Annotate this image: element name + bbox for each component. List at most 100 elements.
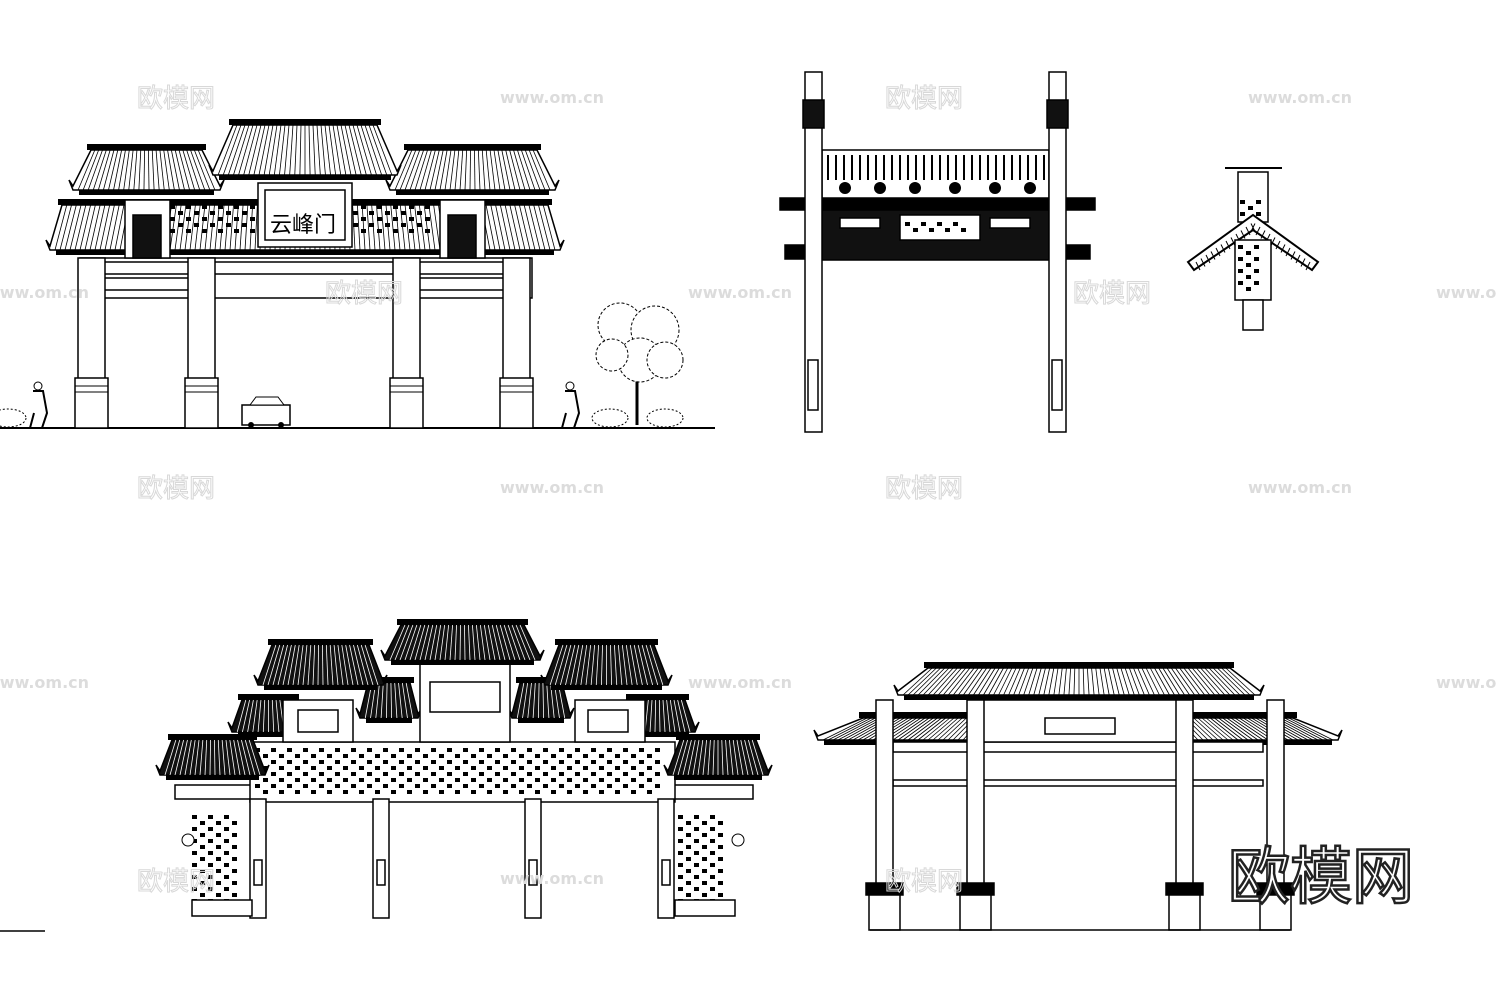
roof-eave (219, 175, 391, 180)
roof-tile-line (390, 682, 393, 719)
carving (391, 778, 396, 782)
roof-tile-line (328, 124, 337, 176)
carving (224, 863, 229, 867)
roof-tile-line (167, 149, 175, 191)
roof-tile-line (428, 204, 436, 251)
roof-tile-line (113, 149, 123, 191)
corbel (909, 182, 921, 194)
roof-tile-line (937, 667, 962, 696)
roof-tile-line (409, 149, 425, 191)
roof-tile-line (973, 667, 992, 696)
carving (631, 778, 636, 782)
carving (439, 766, 444, 770)
archway-4-simple-elevation (813, 662, 1343, 931)
roof-tile-line (1214, 717, 1244, 741)
roof-tile-line (483, 624, 491, 661)
pillar (966, 699, 985, 886)
roof-tile-line (732, 739, 739, 776)
carving (1240, 200, 1245, 204)
roof-tile-line (559, 644, 572, 686)
carving (409, 217, 414, 221)
carving (343, 790, 348, 794)
roof-tile-line (917, 667, 946, 696)
roof-tile-line (244, 739, 256, 776)
watermark-url: www.om.cn (688, 673, 792, 692)
pillar-plinth (868, 894, 901, 931)
carving (287, 784, 292, 788)
shrub (0, 408, 27, 428)
carving (623, 772, 628, 776)
roof-tile-line (1033, 667, 1042, 696)
carving (399, 784, 404, 788)
carving (710, 863, 715, 867)
carving (192, 827, 197, 831)
roof-tile-line (423, 204, 431, 251)
carving (263, 790, 268, 794)
carving (208, 827, 213, 831)
roof-tile-line (434, 149, 444, 191)
carving (575, 784, 580, 788)
carving (335, 772, 340, 776)
carving (359, 790, 364, 794)
carving (399, 760, 404, 764)
carving (1246, 275, 1251, 279)
roof-ridge (238, 694, 299, 700)
roof-tile-line (199, 204, 206, 251)
roof-tile-line (94, 204, 106, 251)
carving (583, 790, 588, 794)
carving (678, 863, 683, 867)
carving (311, 778, 316, 782)
tile-line (1200, 258, 1206, 267)
carving (194, 211, 199, 215)
roof-tile-line (454, 149, 460, 191)
carving (591, 748, 596, 752)
watermark-text: 欧模网 (885, 84, 963, 114)
lintel-panel (839, 217, 881, 229)
roof-tile-line (1082, 667, 1085, 696)
carving (303, 772, 308, 776)
carving (535, 754, 540, 758)
carving (216, 893, 221, 897)
carving (686, 893, 691, 897)
carving (192, 815, 197, 819)
carving (351, 772, 356, 776)
carving (216, 869, 221, 873)
carving (186, 229, 191, 233)
carving (543, 760, 548, 764)
carving (216, 857, 221, 861)
roof-tile-line (1128, 667, 1140, 696)
tile-line (1255, 226, 1261, 236)
watermark-url: www.om.cn (1248, 478, 1352, 497)
carving (359, 766, 364, 770)
carving (425, 217, 430, 221)
roof-tile-line (532, 149, 551, 191)
roof-tile-line (333, 644, 339, 686)
roof-tile-line (533, 204, 546, 251)
roof-tile-line (133, 149, 138, 191)
roof-tile-line (712, 739, 715, 776)
carving (487, 766, 492, 770)
roof-tile-line (666, 699, 671, 733)
carving (471, 778, 476, 782)
roof-tile-line (84, 204, 96, 251)
carving (463, 760, 468, 764)
carving (263, 778, 268, 782)
roof-tile-line (349, 644, 359, 686)
carving (694, 887, 699, 891)
bracket-roof (1186, 213, 1320, 272)
carving (961, 228, 966, 232)
roof-tile-line (344, 124, 357, 176)
beam-panel (97, 277, 199, 291)
watermark-url: www.om.cn (1436, 673, 1497, 692)
roof-tile-line (320, 124, 326, 176)
roof-tile-line (69, 204, 82, 251)
carving (678, 851, 683, 855)
carving (423, 778, 428, 782)
roof-tile-line (360, 124, 377, 176)
carving (710, 851, 715, 855)
roof-tile-line (1191, 667, 1216, 696)
carving (567, 754, 572, 758)
roof-eave (904, 695, 1254, 700)
tile-line (1210, 251, 1216, 260)
carving (718, 857, 723, 861)
